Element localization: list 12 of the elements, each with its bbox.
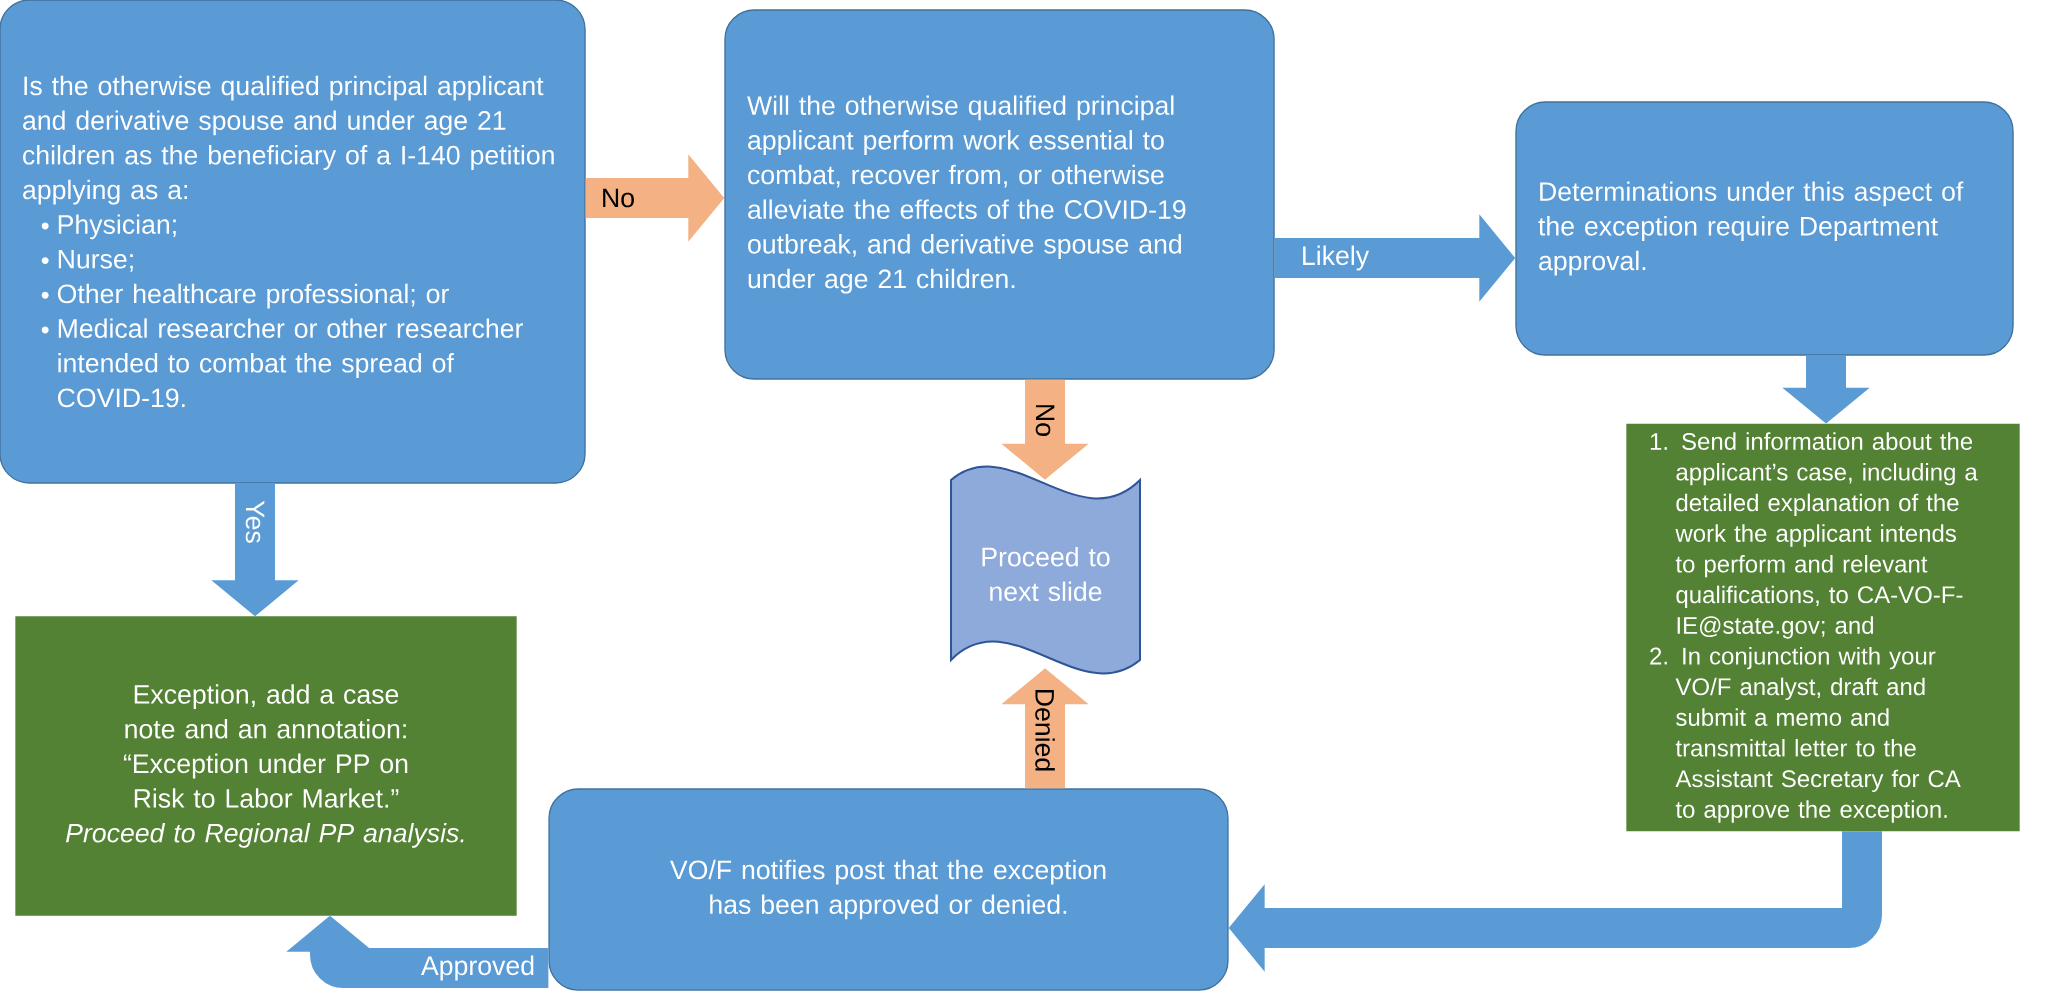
process-box: Is the otherwise qualified principal applicant and derivative spouse and under age 21 children as the beneficiary of a I-140 petition applying as a: Physician; Nurse; Other healthcare professional; or Medical researcher or other researcher intended to combat the spread of COVID-19. [0, 0, 586, 484]
action-box: Exception, add a case note and an annotation: “Exception under PP on Risk to Labor Market.” Proceed to Regional PP analysis. [15, 616, 517, 916]
edge-label: Approved [419, 954, 537, 982]
edge-label: Denied [1033, 686, 1057, 774]
edge-label: Yes [244, 498, 266, 546]
edge-label: Likely [1299, 244, 1371, 272]
action-box: 1. Send information about the applicant’s case, including a detailed explanation of the work the applicant intends to perform and relevant qualifications, to CA-VO-F-IE@state.gov; and 2. In conjunction with your VO/F analyst, draft and submit a memo and transmittal letter to the Assistant Secretary for CA to approve the exception. [1626, 423, 2020, 832]
process-box: Determinations under this aspect of the exception require Department approval. [1515, 101, 2014, 356]
edge-label: No [1034, 401, 1056, 439]
process-box: Will the otherwise qualified principal applicant perform work essential to combat, recover from, or otherwise alleviate the effects of the COVID-19 outbreak, and derivative spouse and under age 21 children. [724, 9, 1275, 380]
edge-label: No [599, 187, 637, 209]
process-box: VO/F notifies post that the exception has been approved or denied. [548, 788, 1229, 991]
